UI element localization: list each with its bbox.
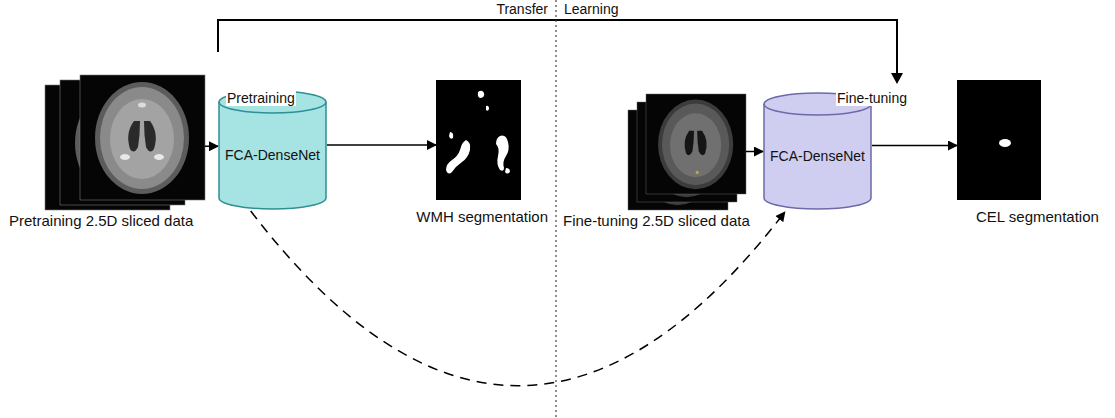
mri-stack xyxy=(628,94,746,210)
wmh-mask xyxy=(436,80,521,200)
model-cylinder: FCA-DenseNet xyxy=(763,92,872,210)
image-panel: Pretraining 2.5D sliced data xyxy=(45,75,205,210)
stage-label: Fine-tuning xyxy=(836,90,908,106)
image-panel: Fine-tuning 2.5D sliced data xyxy=(628,94,746,210)
bracket-arrowhead xyxy=(891,73,903,84)
mri-stack xyxy=(45,75,205,210)
stage-label: Pretraining xyxy=(226,90,296,106)
stage-label: Learning xyxy=(563,1,620,17)
stage-label: Transfer xyxy=(495,1,549,17)
flow-arrow xyxy=(327,144,436,146)
image-caption: Pretraining 2.5D sliced data xyxy=(8,212,194,229)
flow-arrow xyxy=(746,151,763,153)
image-panel: WMH segmentation xyxy=(436,80,521,200)
model-cylinder: FCA-DenseNet xyxy=(218,90,327,210)
flow-arrow xyxy=(205,146,218,148)
model-name: FCA-DenseNet xyxy=(225,137,320,163)
model-name: FCA-DenseNet xyxy=(770,138,865,164)
image-caption: Fine-tuning 2.5D sliced data xyxy=(562,212,751,229)
cel-mask xyxy=(957,80,1041,200)
transfer-bracket xyxy=(218,20,897,73)
transfer-curve xyxy=(251,211,785,386)
divider-line xyxy=(555,0,556,418)
image-caption: CEL segmentation xyxy=(975,208,1100,225)
image-caption: WMH segmentation xyxy=(415,208,549,225)
flow-arrow xyxy=(872,145,957,147)
image-panel: CEL segmentation xyxy=(957,80,1041,200)
